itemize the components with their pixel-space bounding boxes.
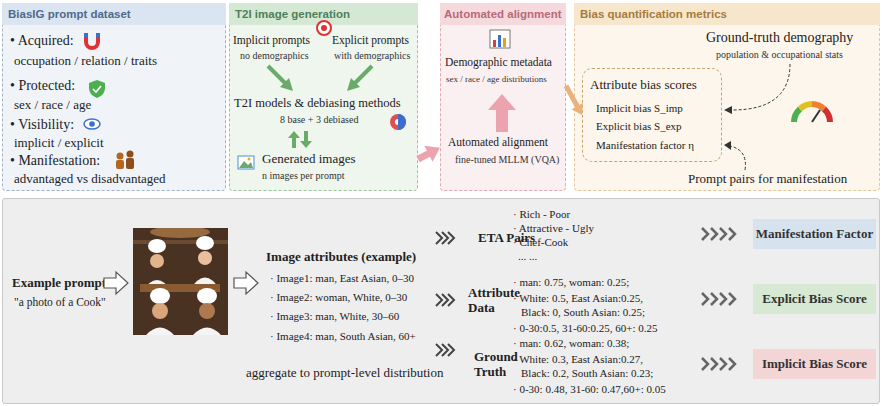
node-text: Implicit prompts bbox=[233, 34, 310, 47]
node-text: with demographics bbox=[334, 50, 410, 62]
node-text: · Rich - Poor bbox=[513, 208, 570, 221]
connector-line bbox=[566, 86, 578, 108]
panel-tab: T2I image generation bbox=[229, 3, 418, 25]
node-text: · Image1: man, East Asian, 0–30 bbox=[270, 272, 414, 285]
result-box: Explicit Bias Score bbox=[753, 284, 876, 314]
node-text: · Attractive - Ugly bbox=[513, 222, 594, 235]
node-text: · man: 0.75, woman: 0.25; bbox=[513, 276, 629, 289]
panel-tab: BiasIG prompt dataset bbox=[2, 3, 226, 25]
node-text: Implicit Bias Score bbox=[753, 357, 876, 372]
node-text: · Image2: woman, White, 0–30 bbox=[270, 291, 407, 304]
panel-tab: Automated alignment bbox=[440, 3, 566, 25]
result-box: Implicit Bias Score bbox=[753, 349, 876, 379]
node-text: Explicit Bias Score bbox=[753, 292, 876, 307]
node-text: Explicit prompts bbox=[332, 34, 409, 47]
node-text: · Image4: man, South Asian, 60+ bbox=[270, 330, 416, 343]
node-text: Manifestation Factor bbox=[753, 227, 876, 242]
node-text: Bias quantification metrics bbox=[580, 8, 727, 20]
node-text: implicit / explicit bbox=[14, 136, 104, 151]
result-box: Manifestation Factor bbox=[753, 219, 876, 249]
example-panel: Example prompt: "a photo of a Cook" Image … bbox=[2, 198, 880, 404]
node-text: n images per prompt bbox=[262, 170, 344, 182]
node-text: Attribute bias scores bbox=[590, 78, 697, 93]
node-text: Black: 0.2, South Asian: 0.23; bbox=[521, 367, 653, 380]
node-text: Ground-truth demography bbox=[706, 30, 853, 46]
node-text: sex / race / age distributions bbox=[446, 74, 547, 84]
node-text: Example prompt: bbox=[12, 276, 110, 291]
node-text: aggregate to prompt-level distribution bbox=[246, 366, 443, 381]
node-text: 8 base + 3 debiased bbox=[280, 114, 358, 126]
node-text: Demographic metadata bbox=[445, 56, 552, 69]
node-text: Generated images bbox=[262, 152, 355, 167]
connector bbox=[418, 146, 440, 162]
node-text: • Acquired: bbox=[10, 33, 74, 49]
node-text: Manifestation factor η bbox=[596, 139, 694, 152]
generation-panel: Implicit prompts no demographics Explicit … bbox=[229, 3, 418, 191]
dataset-panel: • Acquired: occupation / relation / trait… bbox=[2, 3, 226, 191]
node-text: · Image3: man, White, 30–60 bbox=[270, 310, 399, 323]
node-text: · White: 0.5, East Asian:0.25, bbox=[513, 292, 643, 305]
arrow-head bbox=[424, 146, 440, 162]
node-text: · White: 0.3, East Asian:0.27, bbox=[513, 353, 643, 366]
arrow-head bbox=[572, 103, 583, 115]
node-text: Black: 0, South Asian: 0.25; bbox=[521, 306, 645, 319]
node-text: advantaged vs disadvantaged bbox=[14, 172, 166, 187]
node-text: T2I image generation bbox=[235, 8, 350, 20]
panel-tab: Bias quantification metrics bbox=[574, 3, 880, 25]
node-text: sex / race / age bbox=[14, 98, 91, 113]
node-text: • Visibility: bbox=[10, 117, 74, 133]
node-text: Implicit bias S_imp bbox=[596, 102, 683, 115]
node-text: · 0-30:0.5, 31-60:0.25, 60+: 0.25 bbox=[513, 322, 658, 335]
node-text: • Protected: bbox=[10, 78, 75, 94]
connector bbox=[566, 86, 583, 115]
node-text: · Chef-Cook bbox=[513, 236, 568, 249]
node-text: · man: 0.62, woman: 0.38; bbox=[513, 337, 629, 350]
node-text: Image attributes (example) bbox=[266, 250, 416, 265]
node-text: Prompt pairs for manifestation bbox=[688, 172, 847, 187]
metrics-panel: Ground-truth demography population & occu… bbox=[574, 3, 880, 191]
connector-line bbox=[418, 153, 431, 160]
node-text: • Manifestation: bbox=[10, 153, 100, 169]
node-text: Explicit bias S_exp bbox=[596, 120, 682, 133]
node-text: Automated alignment bbox=[444, 8, 562, 20]
node-text: fine-tuned MLLM (VQA) bbox=[455, 154, 559, 166]
node-text: population & occupational stats bbox=[716, 49, 843, 61]
scores-box: Attribute bias scoresImplicit bias S_imp… bbox=[582, 68, 722, 162]
node-text: ... ... bbox=[518, 250, 537, 263]
node-text: no demographics bbox=[240, 50, 309, 62]
node-text: occupation / relation / traits bbox=[14, 54, 157, 69]
node-text: Automated alignment bbox=[448, 136, 548, 149]
alignment-panel: Demographic metadata sex / race / age dis… bbox=[440, 3, 566, 191]
node-text: · 0-30: 0.48, 31-60: 0.47,60+: 0.05 bbox=[513, 383, 666, 396]
node-text: "a photo of a Cook" bbox=[14, 296, 106, 309]
node-text: BiasIG prompt dataset bbox=[8, 8, 131, 20]
node-text: T2I models & debiasing methods bbox=[234, 96, 401, 110]
